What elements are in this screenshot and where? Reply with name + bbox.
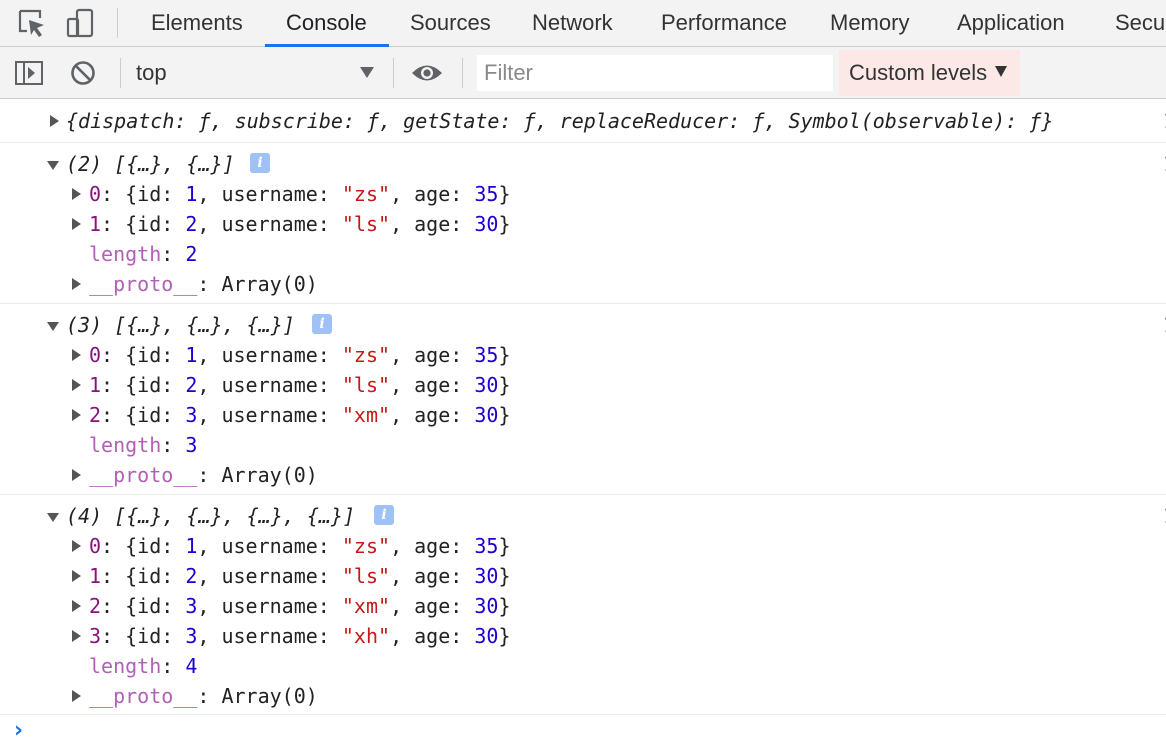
info-icon[interactable]: i: [312, 314, 332, 334]
context-selector[interactable]: top: [136, 60, 167, 85]
console-messages: {dispatch: ƒ, subscribe: ƒ, getState: ƒ,…: [0, 99, 1166, 715]
expand-arrow-icon[interactable]: [72, 600, 81, 612]
proto-property[interactable]: __proto__: Array(0): [89, 463, 318, 487]
list-item[interactable]: 1: {id: 2, username: "ls", age: 30}: [89, 564, 511, 588]
length-property: length: 3: [89, 433, 198, 457]
live-expression-eye-icon[interactable]: [411, 62, 443, 89]
array-summary[interactable]: (2) [{…}, {…}]: [66, 152, 235, 176]
info-icon[interactable]: i: [374, 505, 394, 525]
list-item[interactable]: 2: {id: 3, username: "xm", age: 30}: [89, 594, 511, 618]
store-object-preview[interactable]: {dispatch: ƒ, subscribe: ƒ, getState: ƒ,…: [66, 109, 1054, 133]
devtools-tab-bar: Elements Console Sources Network Perform…: [0, 0, 1166, 47]
tab-security[interactable]: Secur: [1115, 10, 1166, 35]
active-tab-indicator: [265, 44, 389, 47]
length-property: length: 4: [89, 654, 198, 678]
console-message-store[interactable]: {dispatch: ƒ, subscribe: ƒ, getState: ƒ,…: [0, 99, 1166, 143]
expand-arrow-icon[interactable]: [72, 690, 81, 702]
proto-property[interactable]: __proto__: Array(0): [89, 272, 318, 296]
list-item[interactable]: 0: {id: 1, username: "zs", age: 35}: [89, 534, 511, 558]
device-toolbar-icon[interactable]: [64, 6, 98, 40]
log-levels-dropdown[interactable]: Custom levels: [839, 50, 1020, 96]
tab-console[interactable]: Console: [286, 10, 367, 35]
expand-arrow-icon[interactable]: [72, 278, 81, 290]
filter-input[interactable]: [477, 55, 833, 91]
source-link[interactable]: 1: [1163, 501, 1166, 531]
toolbar-divider: [393, 58, 394, 88]
collapse-arrow-icon[interactable]: [47, 161, 59, 170]
proto-property[interactable]: __proto__: Array(0): [89, 684, 318, 708]
chevron-down-icon[interactable]: [360, 67, 374, 78]
expand-arrow-icon[interactable]: [72, 379, 81, 391]
expand-arrow-icon[interactable]: [72, 630, 81, 642]
toolbar-divider: [462, 58, 463, 88]
list-item[interactable]: 3: {id: 3, username: "xh", age: 30}: [89, 624, 511, 648]
expand-arrow-icon[interactable]: [72, 349, 81, 361]
source-link[interactable]: 1: [1163, 149, 1166, 179]
expand-arrow-icon[interactable]: [72, 409, 81, 421]
expand-arrow-icon[interactable]: [72, 188, 81, 200]
sidebar-toggle-icon[interactable]: [14, 60, 44, 91]
tab-memory[interactable]: Memory: [830, 10, 910, 35]
list-item[interactable]: 1: {id: 2, username: "ls", age: 30}: [89, 373, 511, 397]
array-summary[interactable]: (3) [{…}, {…}, {…}]: [66, 313, 295, 337]
console-message-array-3[interactable]: (3) [{…}, {…}, {…}] i 1 0: {id: 1, usern…: [0, 304, 1166, 495]
tab-sources[interactable]: Sources: [410, 10, 491, 35]
inspect-element-icon[interactable]: [15, 6, 49, 40]
list-item[interactable]: 2: {id: 3, username: "xm", age: 30}: [89, 403, 511, 427]
list-item[interactable]: 0: {id: 1, username: "zs", age: 35}: [89, 182, 511, 206]
expand-arrow-icon[interactable]: [72, 570, 81, 582]
console-toolbar: top Custom levels: [0, 47, 1166, 99]
array-summary[interactable]: (4) [{…}, {…}, {…}, {…}]: [66, 504, 355, 528]
expand-arrow-icon[interactable]: [72, 540, 81, 552]
source-link[interactable]: 1: [1163, 106, 1166, 136]
tab-elements[interactable]: Elements: [151, 10, 243, 35]
list-item[interactable]: 1: {id: 2, username: "ls", age: 30}: [89, 212, 511, 236]
tab-network[interactable]: Network: [532, 10, 613, 35]
expand-arrow-icon[interactable]: [72, 218, 81, 230]
clear-console-icon[interactable]: [70, 60, 96, 91]
length-property: length: 2: [89, 242, 198, 266]
expand-arrow-icon[interactable]: [50, 115, 59, 127]
log-levels-label: Custom levels: [849, 60, 988, 85]
list-item[interactable]: 0: {id: 1, username: "zs", age: 35}: [89, 343, 511, 367]
collapse-arrow-icon[interactable]: [47, 513, 59, 522]
info-icon[interactable]: i: [250, 153, 270, 173]
toolbar-divider: [120, 58, 121, 88]
expand-arrow-icon[interactable]: [72, 469, 81, 481]
toolbar-divider: [117, 8, 118, 38]
tab-performance[interactable]: Performance: [661, 10, 787, 35]
collapse-arrow-icon[interactable]: [47, 322, 59, 331]
console-prompt-chevron-icon[interactable]: ›: [14, 718, 24, 743]
console-message-array-2[interactable]: (2) [{…}, {…}] i 1 0: {id: 1, username: …: [0, 143, 1166, 304]
source-link[interactable]: 1: [1163, 310, 1166, 340]
tab-application[interactable]: Application: [957, 10, 1065, 35]
dropdown-arrow-icon: [995, 66, 1008, 77]
console-message-array-4[interactable]: (4) [{…}, {…}, {…}, {…}] i 1 0: {id: 1, …: [0, 495, 1166, 715]
